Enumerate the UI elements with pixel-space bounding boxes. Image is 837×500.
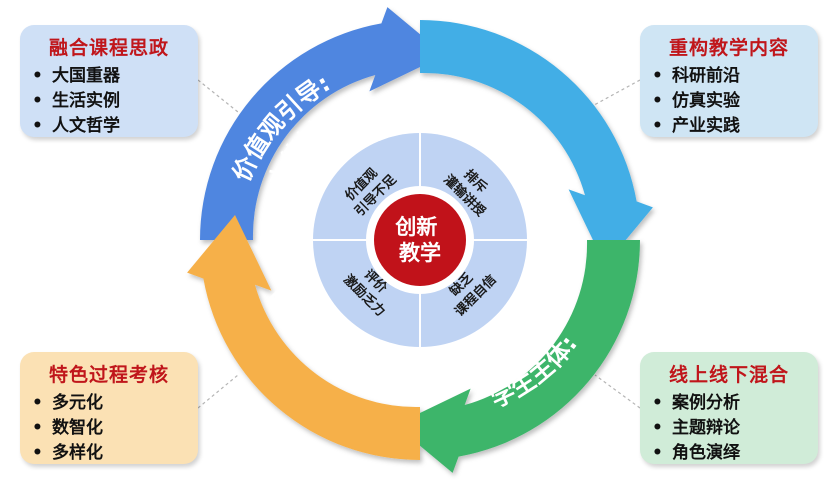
- box-title: 线上线下混合: [668, 364, 789, 386]
- arrow-segment-orange: [187, 215, 420, 460]
- box-restructure-content: 重构教学内容 科研前沿 仿真实验 产业实践: [640, 25, 818, 139]
- box-ideological-integration: 融合课程思政 大国重器 生活实例 人文哲学: [20, 25, 198, 139]
- connector-lines: [197, 79, 641, 409]
- box-title: 特色过程考核: [48, 364, 169, 386]
- list-item: 生活实例: [30, 89, 188, 114]
- list-item: 产业实践: [650, 114, 808, 139]
- list-item: 案例分析: [650, 391, 808, 416]
- list-item: 大国重器: [30, 64, 188, 89]
- list-item: 多样化: [30, 441, 188, 466]
- box-blended-learning: 线上线下混合 案例分析 主题辩论 角色演绎: [640, 352, 818, 466]
- list-item: 科研前沿: [650, 64, 808, 89]
- arrow-segment-green: [395, 240, 640, 473]
- list-item: 角色演绎: [650, 441, 808, 466]
- arrow-segment-blue: [200, 7, 445, 240]
- box-list: 科研前沿 仿真实验 产业实践: [650, 64, 808, 139]
- center-label: 创新 教学: [394, 215, 444, 265]
- list-item: 人文哲学: [30, 114, 188, 139]
- box-list: 多元化 数智化 多样化: [30, 391, 188, 466]
- list-item: 多元化: [30, 391, 188, 416]
- list-item: 主题辩论: [650, 416, 808, 441]
- box-list: 案例分析 主题辩论 角色演绎: [650, 391, 808, 466]
- box-title: 重构教学内容: [668, 37, 789, 59]
- box-process-assessment: 特色过程考核 多元化 数智化 多样化: [20, 352, 198, 466]
- box-list: 大国重器 生活实例 人文哲学: [30, 64, 188, 139]
- center-circle-core: [374, 194, 466, 286]
- arrow-segment-cyan: [420, 20, 653, 265]
- list-item: 仿真实验: [650, 89, 808, 114]
- box-title: 融合课程思政: [48, 37, 169, 59]
- list-item: 数智化: [30, 416, 188, 441]
